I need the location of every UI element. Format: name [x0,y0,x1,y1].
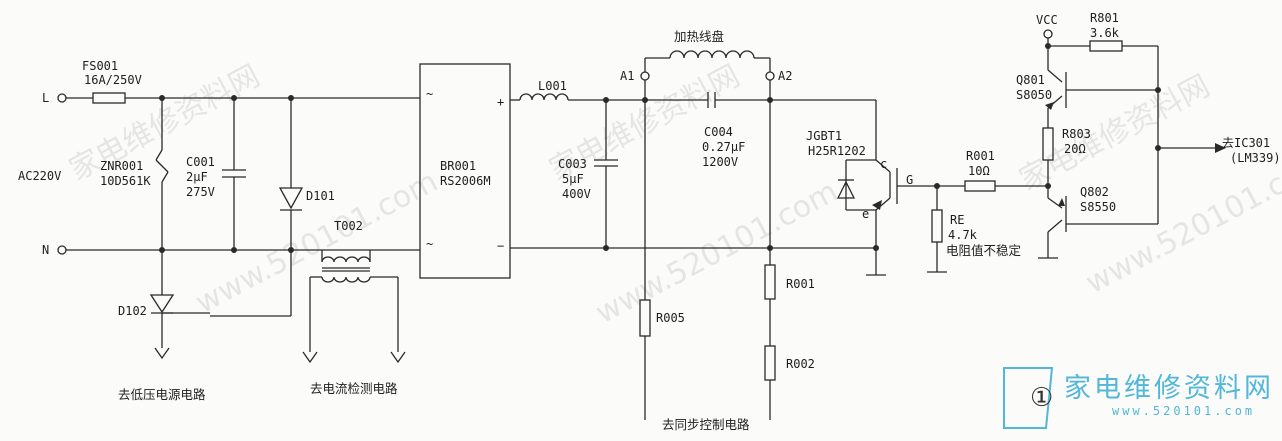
re-value: 4.7k [948,228,977,242]
q802-label: Q802 [1080,185,1109,199]
bridge-rectifier-br001 [419,63,511,279]
page-number: ① [1030,383,1054,413]
r001-gate-label: R001 [966,149,995,163]
c003-value-2: 400V [562,187,591,201]
r801-label: R801 [1090,11,1119,25]
r001-gate-value: 10Ω [968,164,990,178]
fuse-value: 16A/250V [84,73,142,87]
a1-label: A1 [620,69,635,83]
c004-value-1: 0.27µF [702,140,746,154]
terminal-l [57,93,67,103]
bridge-label: BR001 [440,159,477,173]
bridge-value: RS2006M [440,174,491,188]
re-label: RE [950,213,965,227]
igbt-value: H25R1202 [808,144,866,158]
a2-label: A2 [778,69,793,83]
bridge-plus: + [497,95,505,109]
to-sync-control-label: 去同步控制电路 [662,417,750,432]
to-current-detect-label: 去电流检测电路 [310,381,398,396]
igbt-label: JGBT1 [806,129,843,143]
r005-label: R005 [656,311,685,325]
coil-label: 加热线盘 [674,29,725,44]
d102-label: D102 [118,304,147,318]
c004-value-2: 1200V [702,155,739,169]
c004-label: C004 [704,125,733,139]
c003-value-1: 5µF [562,172,584,186]
fuse-label: FS001 [82,59,119,73]
line-l-label: L [42,91,50,105]
line-n-label: N [42,243,50,257]
ic-sub: (LM339) [1230,151,1281,165]
logo-site-name: 家电维修资料网 [1064,373,1274,404]
bridge-minus: − [497,239,505,253]
d101-label: D101 [306,189,335,203]
ac-label: AC220V [18,169,62,183]
r002-label: R002 [786,357,815,371]
logo-url: www.520101.com [1112,404,1256,418]
varistor-value: 10D561K [100,174,151,188]
bridge-ac1: ~ [426,87,434,101]
c003-label: C003 [558,157,587,171]
fuse-fs001 [92,92,126,104]
r803-value: 20Ω [1064,142,1086,156]
c001-label: C001 [186,155,215,169]
r001-label: R001 [786,277,815,291]
igbt-collector: c [880,157,888,171]
c001-value-1: 2µF [186,170,208,184]
igbt-emitter: e [862,207,870,221]
igbt-gate: G [906,173,914,187]
site-logo [1003,367,1054,429]
varistor-label: ZNR001 [100,159,144,173]
terminal-n [57,245,67,255]
q801-label: Q801 [1016,73,1045,87]
r803-label: R803 [1062,127,1091,141]
ic-label: 去IC301 [1222,136,1271,150]
bridge-ac2: ~ [426,237,434,251]
q801-value: S8050 [1016,88,1053,102]
r801-value: 3.6k [1090,26,1119,40]
l001-label: L001 [538,79,567,93]
to-low-power-label: 去低压电源电路 [118,387,206,402]
vcc-label: VCC [1036,13,1058,27]
q802-value: S8550 [1080,200,1117,214]
c001-value-2: 275V [186,185,215,199]
re-note: 电阻值不稳定 [946,243,1022,258]
t002-label: T002 [334,219,363,233]
